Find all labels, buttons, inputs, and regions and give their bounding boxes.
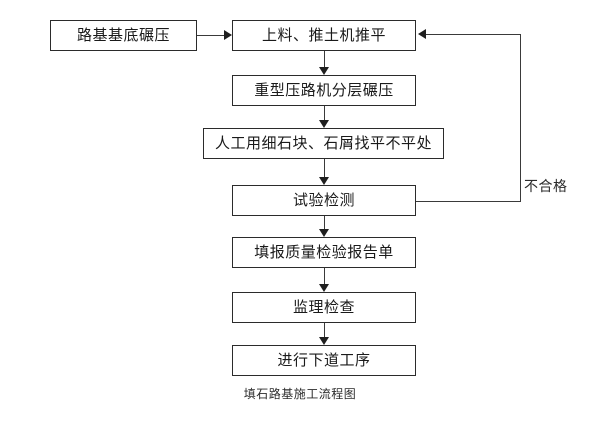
node-label: 进行下道工序 (277, 351, 371, 369)
connector-start-to-n1 (197, 35, 224, 36)
connector-feedback-horizontal-bottom (416, 201, 521, 202)
node-test-inspection[interactable]: 试验检测 (232, 185, 416, 216)
arrow-feedback-to-n1-icon (418, 29, 426, 39)
edge-label-unqualified: 不合格 (524, 176, 568, 196)
arrow-n6-to-n7-icon (319, 337, 329, 345)
node-label: 上料、推土机推平 (261, 26, 386, 44)
arrow-n1-to-n2-icon (319, 67, 329, 75)
connector-n4-to-n5 (324, 216, 325, 229)
edge-label-text: 不合格 (524, 179, 568, 195)
connector-n1-to-n2 (324, 51, 325, 67)
arrow-n4-to-n5-icon (319, 229, 329, 237)
node-next-procedure[interactable]: 进行下道工序 (232, 345, 416, 376)
arrow-n3-to-n4-icon (319, 177, 329, 185)
node-heavy-roller-layered-compaction[interactable]: 重型压路机分层碾压 (232, 75, 416, 106)
node-label: 重型压路机分层碾压 (254, 81, 394, 99)
node-label: 试验检测 (292, 191, 355, 209)
node-label: 监理检查 (292, 298, 355, 316)
connector-n2-to-n3 (324, 106, 325, 120)
node-label: 填报质量检验报告单 (254, 243, 394, 261)
node-quality-inspection-report[interactable]: 填报质量检验报告单 (232, 237, 416, 268)
connector-n3-to-n4 (324, 159, 325, 177)
connector-n6-to-n7 (324, 323, 325, 337)
node-supervision-check[interactable]: 监理检查 (232, 292, 416, 323)
arrow-start-to-n1-icon (224, 30, 232, 40)
node-label: 路基基底碾压 (76, 26, 170, 44)
node-subgrade-compaction[interactable]: 路基基底碾压 (50, 20, 197, 51)
arrow-n2-to-n3-icon (319, 120, 329, 128)
arrow-n5-to-n6-icon (319, 284, 329, 292)
diagram-caption: 填石路基施工流程图 (0, 385, 600, 402)
caption-text: 填石路基施工流程图 (243, 387, 357, 401)
connector-feedback-horizontal-top (426, 34, 521, 35)
node-manual-fine-stone-leveling[interactable]: 人工用细石块、石屑找平不平处 (203, 128, 444, 159)
connector-n5-to-n6 (324, 268, 325, 284)
node-loading-bulldozer-leveling[interactable]: 上料、推土机推平 (232, 20, 416, 51)
connector-feedback-vertical (520, 34, 521, 202)
node-label: 人工用细石块、石屑找平不平处 (214, 134, 432, 152)
